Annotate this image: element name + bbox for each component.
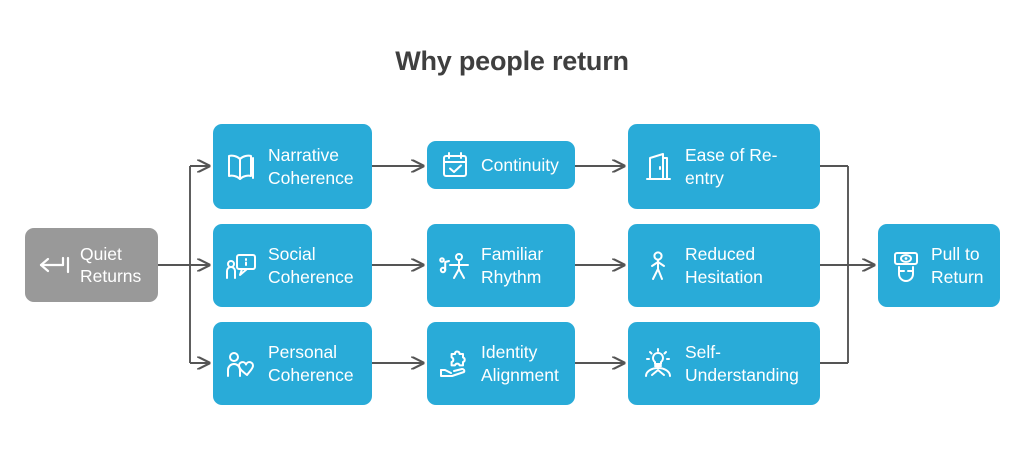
calendar-check-icon bbox=[438, 148, 472, 182]
person-lightbulb-icon bbox=[641, 347, 675, 381]
node-pull-to-return[interactable]: Pull to Return bbox=[878, 224, 1000, 307]
node-continuity[interactable]: Continuity bbox=[427, 141, 575, 189]
open-book-icon bbox=[224, 150, 258, 184]
node-label: Ease of Re- entry bbox=[685, 145, 778, 188]
open-door-icon bbox=[641, 150, 675, 184]
node-label: Self- Understanding bbox=[685, 342, 799, 385]
page-title: Why people return bbox=[395, 46, 629, 76]
node-narrative-coherence[interactable]: Narrative Coherence bbox=[213, 124, 372, 209]
node-self-understanding[interactable]: Self- Understanding bbox=[628, 322, 820, 405]
node-label: Quiet Returns bbox=[80, 243, 142, 286]
person-speech-bubble-icon bbox=[224, 249, 258, 283]
walking-person-icon bbox=[641, 249, 675, 283]
hand-puzzle-piece-icon bbox=[438, 347, 472, 381]
node-social-coherence[interactable]: Social Coherence bbox=[213, 224, 372, 307]
node-label: Familiar Rhythm bbox=[481, 244, 544, 287]
node-label: Personal Coherence bbox=[268, 342, 354, 385]
dancing-person-music-icon bbox=[438, 249, 472, 283]
magnet-eye-icon bbox=[889, 249, 923, 283]
return-arrow-icon bbox=[35, 250, 73, 280]
node-identity-alignment[interactable]: Identity Alignment bbox=[427, 322, 575, 405]
node-label: Continuity bbox=[481, 154, 559, 175]
node-label: Social Coherence bbox=[268, 244, 354, 287]
node-reduced-hesitation[interactable]: Reduced Hesitation bbox=[628, 224, 820, 307]
node-quiet-returns[interactable]: Quiet Returns bbox=[25, 228, 158, 302]
person-heart-icon bbox=[224, 347, 258, 381]
node-ease-of-re-entry[interactable]: Ease of Re- entry bbox=[628, 124, 820, 209]
node-personal-coherence[interactable]: Personal Coherence bbox=[213, 322, 372, 405]
node-label: Identity Alignment bbox=[481, 342, 559, 385]
node-label: Narrative Coherence bbox=[268, 145, 354, 188]
node-label: Reduced Hesitation bbox=[685, 244, 763, 287]
node-label: Pull to Return bbox=[931, 244, 984, 287]
node-familiar-rhythm[interactable]: Familiar Rhythm bbox=[427, 224, 575, 307]
